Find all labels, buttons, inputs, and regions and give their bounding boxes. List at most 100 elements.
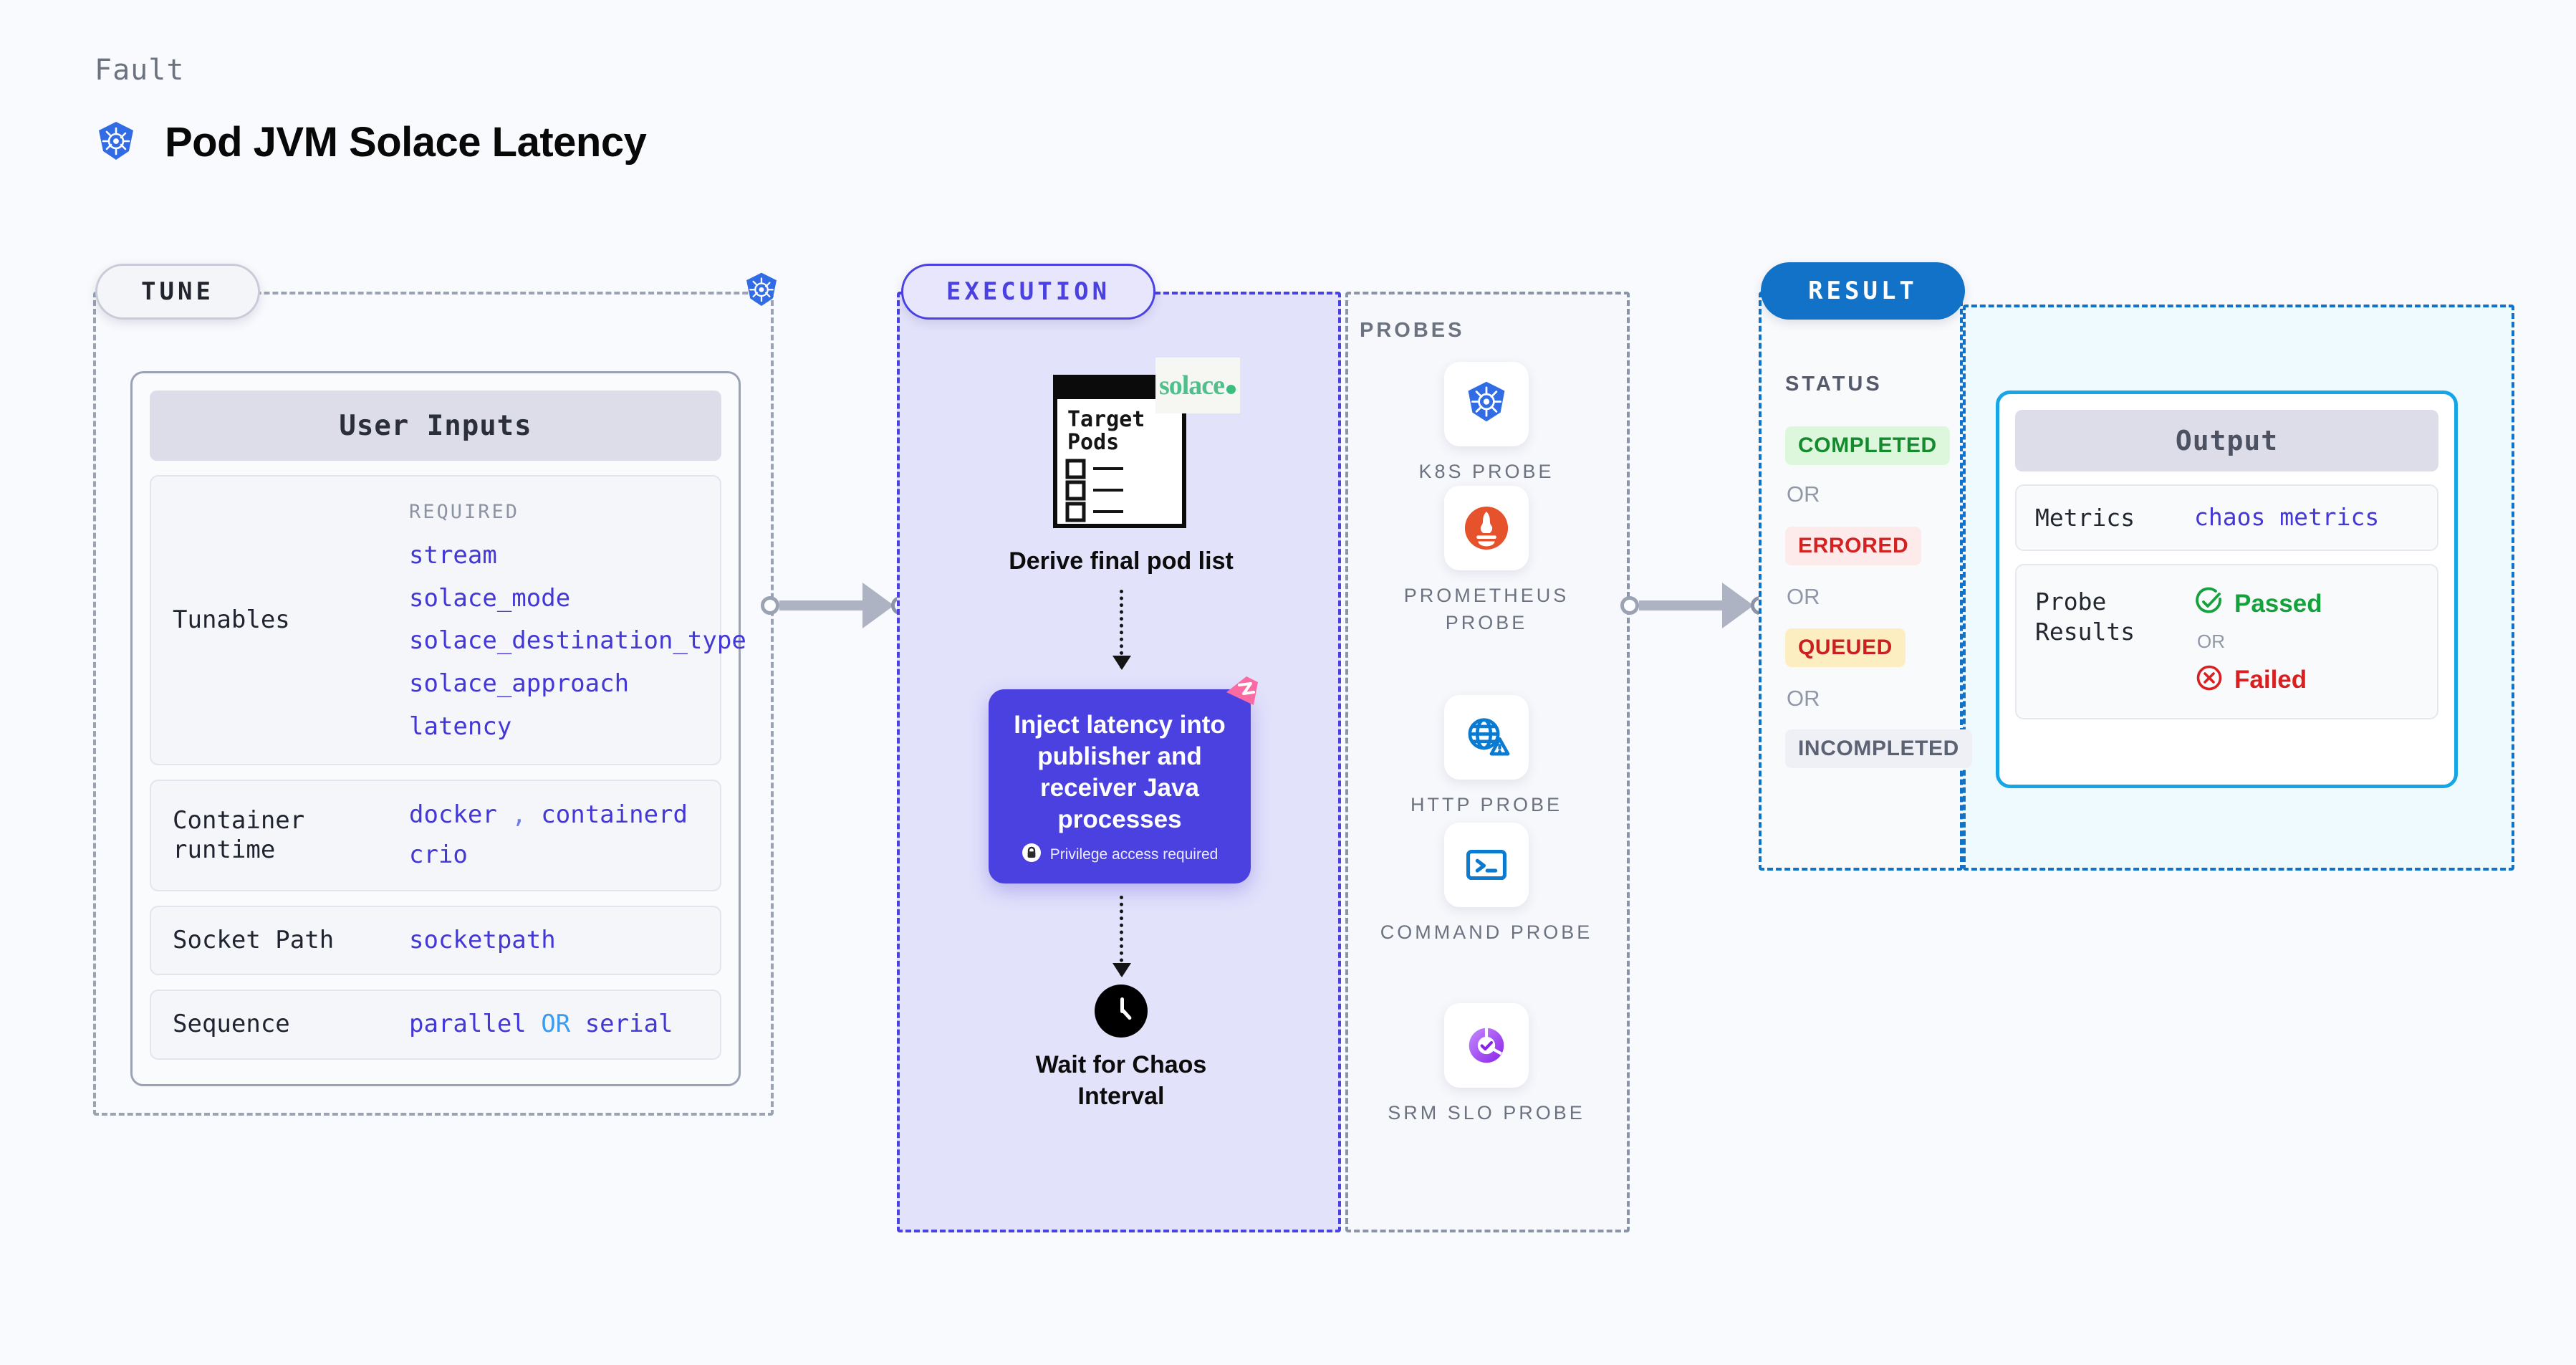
sequence-parallel[interactable]: parallel	[409, 1010, 527, 1039]
probe-result-failed-label: Failed	[2234, 665, 2307, 694]
sequence-serial[interactable]: serial	[585, 1010, 673, 1039]
arrow-derive-to-inject	[1112, 590, 1131, 670]
page-title-row: Pod JVM Solace Latency	[93, 118, 647, 166]
tunables-label: Tunables	[173, 605, 290, 634]
kubernetes-icon	[93, 120, 139, 166]
required-caption: REQUIRED	[409, 501, 520, 523]
prometheus-icon	[1444, 486, 1529, 570]
sequence-values: parallel OR serial	[409, 1010, 673, 1039]
tunable-stream[interactable]: stream	[409, 541, 497, 570]
tunable-latency[interactable]: latency	[409, 712, 512, 741]
privilege-note-row: Privilege access required	[1007, 843, 1232, 866]
chaos-flag-icon	[1222, 674, 1262, 714]
target-pods-line1: Target	[1067, 407, 1145, 432]
output-card: Output Metrics chaos metrics Probe Resul…	[1996, 391, 2458, 788]
probe-command[interactable]: COMMAND PROBE	[1379, 823, 1594, 946]
kubernetes-icon	[1444, 362, 1529, 446]
probe-command-label: COMMAND PROBE	[1380, 921, 1593, 943]
wait-caption-line2: Interval	[1077, 1083, 1165, 1111]
tunable-solace-approach[interactable]: solace_approach	[409, 669, 630, 699]
status-or-1: OR	[1787, 482, 1820, 507]
page-title: Pod JVM Solace Latency	[165, 119, 647, 166]
status-or-3: OR	[1787, 686, 1820, 711]
output-header: Output	[2015, 410, 2438, 471]
privilege-note-text: Privilege access required	[1049, 846, 1219, 863]
metrics-value[interactable]: chaos metrics	[2194, 503, 2380, 532]
status-title: STATUS	[1785, 373, 1883, 396]
sequence-row: Sequence parallel OR serial	[150, 990, 721, 1060]
solace-wordmark: solace	[1158, 370, 1225, 401]
probe-prometheus-label: PROMETHEUS PROBE	[1403, 585, 1570, 634]
tunable-solace-mode[interactable]: solace_mode	[409, 583, 571, 613]
probes-title: PROBES	[1360, 319, 1465, 342]
execution-stage-pill[interactable]: EXECUTION	[901, 264, 1155, 320]
runtime-containerd[interactable]: containerd	[541, 800, 688, 830]
solace-dot-icon	[1226, 384, 1236, 394]
fault-kicker: Fault	[95, 54, 185, 87]
lock-icon	[1022, 843, 1042, 866]
target-pods-line2: Pods	[1067, 430, 1119, 455]
connector-bar-2	[1639, 600, 1724, 610]
connector-arrowhead	[862, 583, 894, 628]
tune-stage-boundary	[93, 292, 774, 1116]
connector-tune-to-execution	[761, 583, 910, 628]
result-stage-pill[interactable]: RESULT	[1761, 262, 1965, 320]
x-circle-icon	[2194, 663, 2224, 696]
status-badge-queued: QUEUED	[1785, 628, 1905, 667]
connector-dot-left-2	[1620, 596, 1639, 615]
probe-srm-slo[interactable]: SRM SLO PROBE	[1379, 1003, 1594, 1126]
probe-result-passed-label: Passed	[2234, 589, 2322, 618]
target-pods-card: Target Pods solace	[1037, 358, 1240, 534]
derive-pod-list-node: Target Pods solace Derive final pod list	[1003, 358, 1240, 577]
status-badge-errored: ERRORED	[1785, 527, 1922, 565]
connector-execution-to-result	[1620, 583, 1769, 628]
sequence-label: Sequence	[173, 1010, 290, 1039]
connector-dot-left	[761, 596, 779, 615]
metrics-row: Metrics chaos metrics	[2015, 484, 2438, 552]
probe-srm-slo-label: SRM SLO PROBE	[1388, 1102, 1585, 1124]
container-runtime-label: Container runtime	[173, 805, 305, 865]
check-circle-icon	[2194, 587, 2224, 621]
slo-donut-check-icon	[1444, 1003, 1529, 1088]
connector-bar	[779, 600, 864, 610]
probe-results-row: Probe Results Passed OR	[2015, 564, 2438, 720]
result-stage-boundary	[1759, 292, 1963, 871]
connector-arrowhead-2	[1722, 583, 1754, 628]
inject-latency-node: Inject latency into publisher and receiv…	[989, 676, 1258, 884]
derive-pod-list-caption: Derive final pod list	[1009, 547, 1234, 575]
probe-results-label: Probe Results	[2035, 588, 2135, 646]
probe-http[interactable]: HTTP PROBE	[1379, 695, 1594, 818]
tune-kubernetes-badge-icon	[741, 271, 782, 315]
user-inputs-header: User Inputs	[150, 391, 721, 461]
status-badge-incompleted: INCOMPLETED	[1785, 729, 1972, 768]
metrics-label: Metrics	[2035, 504, 2135, 532]
tunables-row: Tunables REQUIRED stream solace_mode sol…	[150, 475, 746, 766]
solace-logo: solace	[1155, 358, 1240, 413]
probe-result-passed: Passed	[2194, 587, 2322, 621]
socket-path-label: Socket Path	[173, 925, 335, 954]
tunable-solace-destination-type[interactable]: solace_destination_type	[409, 626, 746, 656]
tune-stage-pill[interactable]: TUNE	[95, 264, 260, 320]
terminal-icon	[1444, 823, 1529, 907]
runtime-docker[interactable]: docker	[409, 800, 497, 830]
inject-latency-card[interactable]: Inject latency into publisher and receiv…	[989, 676, 1258, 884]
inject-latency-title: Inject latency into publisher and receiv…	[1014, 711, 1226, 834]
probe-prometheus[interactable]: PROMETHEUS PROBE	[1379, 486, 1594, 637]
runtime-crio[interactable]: crio	[409, 840, 468, 870]
clock-icon	[1095, 985, 1148, 1038]
status-badge-completed: COMPLETED	[1785, 426, 1950, 465]
probe-http-label: HTTP PROBE	[1410, 794, 1563, 815]
socket-path-row: Socket Path socketpath	[150, 905, 721, 976]
status-or-2: OR	[1787, 584, 1820, 609]
probe-result-or: OR	[2197, 631, 2225, 653]
socket-path-value[interactable]: socketpath	[409, 925, 556, 954]
probe-k8s-label: K8S PROBE	[1418, 461, 1554, 482]
sequence-separator: OR	[541, 1010, 571, 1039]
probe-k8s[interactable]: K8S PROBE	[1379, 362, 1594, 485]
user-inputs-card: User Inputs Tunables REQUIRED stream sol…	[130, 371, 746, 1086]
runtime-comma: ,	[511, 800, 527, 830]
wait-chaos-interval-node: Wait for Chaos Interval	[1024, 985, 1218, 1112]
container-runtime-row: Container runtime docker , containerd cr…	[150, 780, 721, 891]
container-runtime-values-line1: docker , containerd	[409, 803, 688, 828]
